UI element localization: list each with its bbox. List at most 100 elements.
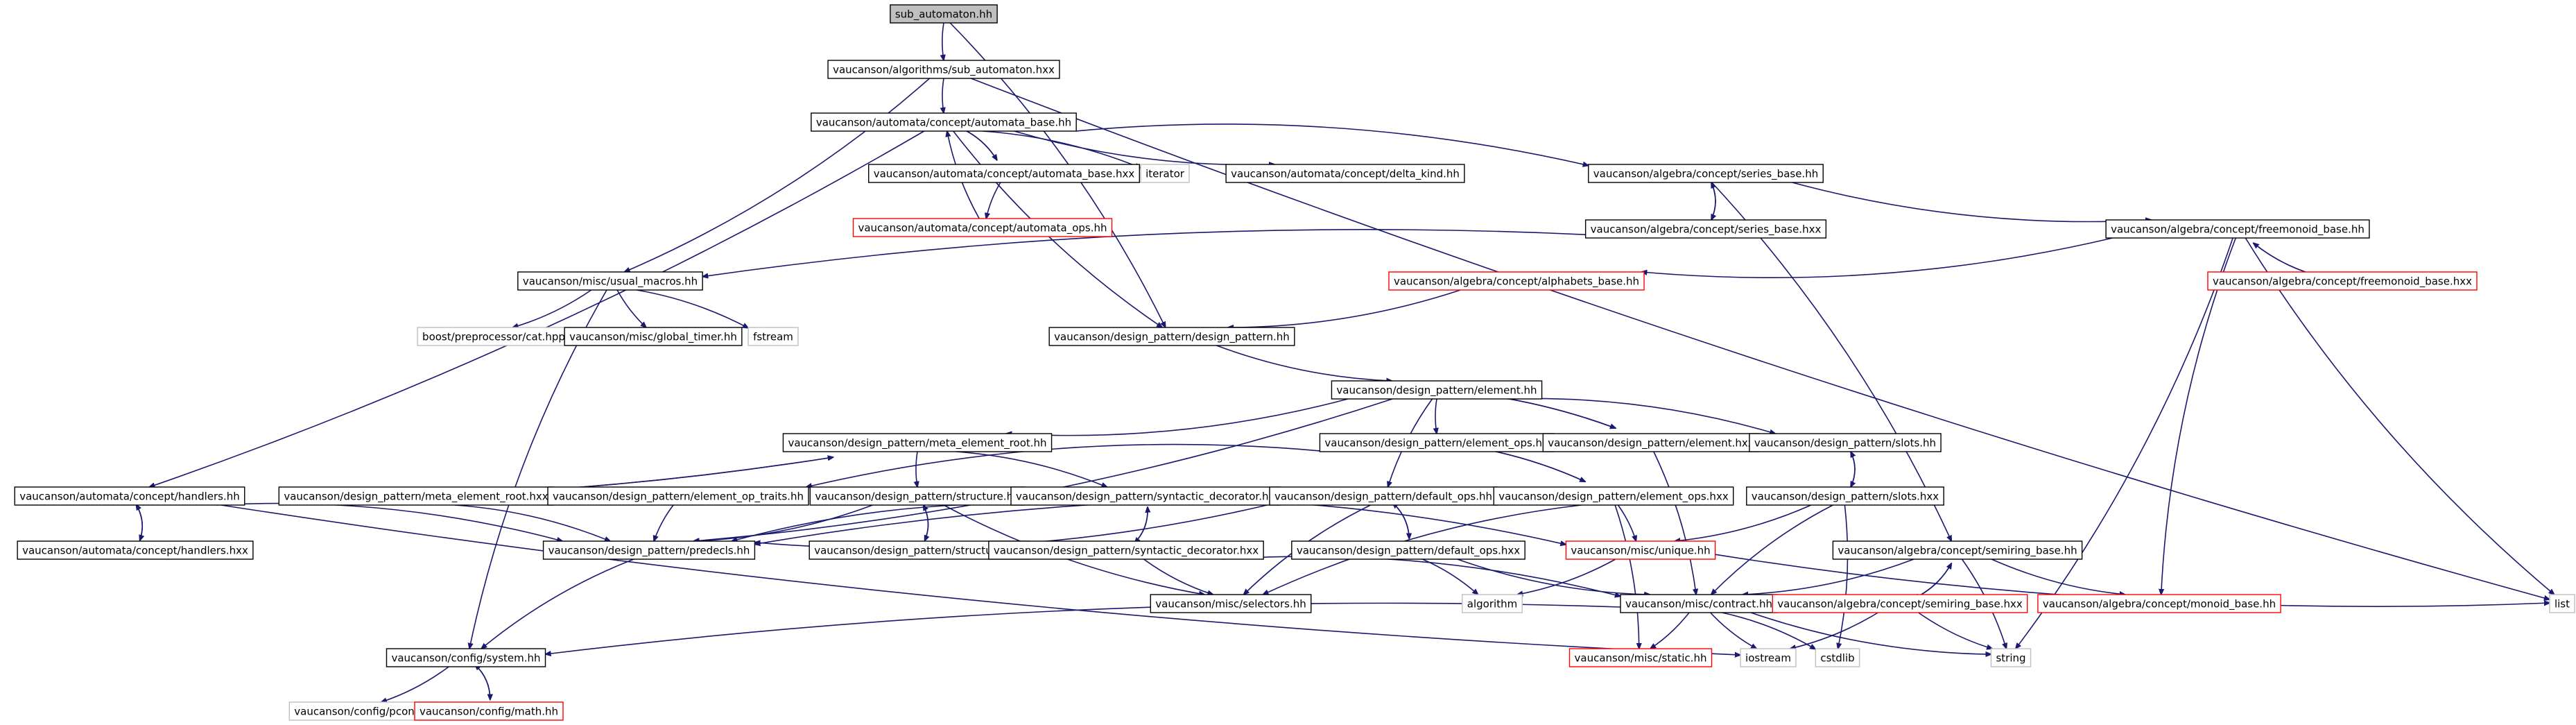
node-design-pattern-element-hxx[interactable]: vaucanson/design_pattern/element.hxx: [1542, 433, 1760, 452]
node-automata-concept-handlers-hh[interactable]: vaucanson/automata/concept/handlers.hh: [14, 486, 245, 506]
node-box: [1588, 164, 1824, 183]
include-edge-design-pattern-element-hh-to-design-pattern-predecls-hh: [693, 398, 1393, 541]
node-automata-concept-delta-kind-hh[interactable]: vaucanson/automata/concept/delta_kind.hh: [1225, 164, 1465, 183]
node-label: vaucanson/algebra/concept/series_base.hx…: [1591, 223, 1822, 237]
node-box: [1493, 486, 1734, 506]
node-box: [1291, 540, 1525, 560]
node-config-pconf-hh: vaucanson/config/pconf.hh: [288, 701, 440, 721]
node-label: cstdlib: [1820, 652, 1854, 665]
node-label: vaucanson/misc/static.hh: [1575, 652, 1707, 665]
include-edge-automata-concept-handlers-hxx-to-automata-concept-handlers-hh: [136, 504, 144, 541]
node-design-pattern-meta-element-root-hxx[interactable]: vaucanson/design_pattern/meta_element_ro…: [278, 486, 554, 506]
node-design-pattern-element-hh[interactable]: vaucanson/design_pattern/element.hh: [1331, 380, 1543, 400]
node-design-pattern-default-ops-hh[interactable]: vaucanson/design_pattern/default_ops.hh: [1269, 486, 1498, 506]
node-box: [517, 271, 703, 291]
node-algebra-concept-semiring-base-hh[interactable]: vaucanson/algebra/concept/semiring_base.…: [1832, 540, 2083, 560]
node-design-pattern-predecls-hh[interactable]: vaucanson/design_pattern/predecls.hh: [542, 540, 756, 560]
node-label: vaucanson/design_pattern/syntactic_decor…: [994, 545, 1259, 558]
node-label: vaucanson/automata/concept/handlers.hh: [19, 491, 240, 503]
include-edge-config-math-hh-to-config-system-hh: [475, 665, 491, 700]
node-design-pattern-slots-hh[interactable]: vaucanson/design_pattern/slots.hh: [1749, 433, 1942, 452]
node-label: vaucanson/design_pattern/design_pattern.…: [1054, 331, 1290, 344]
node-design-pattern-syntactic-decorator-hh[interactable]: vaucanson/design_pattern/syntactic_decor…: [1010, 486, 1281, 506]
node-box: [278, 486, 554, 506]
node-box: [1746, 486, 1944, 506]
include-edge-automata-concept-handlers-hh-to-iostream: [221, 504, 1740, 655]
node-box: [1568, 648, 1713, 667]
node-misc-global-timer-hh[interactable]: vaucanson/misc/global_timer.hh: [564, 327, 743, 346]
node-design-pattern-default-ops-hxx[interactable]: vaucanson/design_pattern/default_ops.hxx: [1291, 540, 1525, 560]
node-design-pattern-design-pattern-hh[interactable]: vaucanson/design_pattern/design_pattern.…: [1048, 327, 1295, 346]
node-algebra-concept-series-base-hh[interactable]: vaucanson/algebra/concept/series_base.hh: [1588, 164, 1824, 183]
node-box: [1150, 594, 1312, 613]
node-algebra-concept-freemonoid-base-hxx[interactable]: vaucanson/algebra/concept/freemonoid_bas…: [2207, 271, 2478, 291]
node-box: [414, 701, 564, 721]
node-algebra-concept-freemonoid-base-hh[interactable]: vaucanson/algebra/concept/freemonoid_bas…: [2105, 219, 2370, 239]
node-design-pattern-syntactic-decorator-hxx[interactable]: vaucanson/design_pattern/syntactic_decor…: [988, 540, 1264, 560]
node-algebra-concept-alphabets-base-hh[interactable]: vaucanson/algebra/concept/alphabets_base…: [1388, 271, 1645, 291]
include-edge-design-pattern-meta-element-root-hh-to-design-pattern-structure-hh: [916, 451, 917, 487]
node-automata-concept-automata-ops-hh[interactable]: vaucanson/automata/concept/automata_ops.…: [852, 218, 1113, 237]
node-automata-concept-handlers-hxx[interactable]: vaucanson/automata/concept/handlers.hxx: [17, 540, 254, 560]
node-box: [890, 4, 998, 24]
node-boost-preprocessor-cat-hpp: boost/preprocessor/cat.hpp: [417, 327, 571, 346]
node-misc-usual-macros-hh[interactable]: vaucanson/misc/usual_macros.hh: [517, 271, 703, 291]
node-box: [547, 486, 809, 506]
node-config-system-hh[interactable]: vaucanson/config/system.hh: [386, 648, 546, 667]
include-edge-misc-contract-hh-to-misc-static-hh: [1650, 612, 1690, 649]
include-edge-design-pattern-default-ops-hxx-to-algorithm: [1422, 558, 1478, 595]
include-edge-design-pattern-element-hh-to-design-pattern-element-ops-hh: [1435, 398, 1437, 434]
node-box: [1740, 648, 1797, 667]
node-label: vaucanson/automata/concept/automata_base…: [874, 168, 1135, 181]
node-algebra-concept-monoid-base-hh[interactable]: vaucanson/algebra/concept/monoid_base.hh: [2037, 594, 2281, 613]
node-box: [1225, 164, 1465, 183]
include-edge-sub-automaton-hh-to-algorithms-sub-automaton-hxx: [942, 22, 944, 60]
node-automata-concept-automata-base-hxx[interactable]: vaucanson/automata/concept/automata_base…: [868, 164, 1140, 183]
node-misc-contract-hh[interactable]: vaucanson/misc/contract.hh: [1620, 594, 1778, 613]
node-label: vaucanson/design_pattern/slots.hh: [1754, 437, 1936, 450]
include-edge-algebra-concept-semiring-base-hh-to-algebra-concept-monoid-base-hh: [1991, 558, 2125, 595]
node-label: vaucanson/design_pattern/structure.hxx: [814, 545, 1025, 558]
node-misc-unique-hh[interactable]: vaucanson/misc/unique.hh: [1565, 540, 1716, 560]
node-label: vaucanson/misc/selectors.hh: [1155, 598, 1306, 611]
include-edge-design-pattern-syntactic-decorator-hh-to-design-pattern-predecls-hh: [732, 503, 1063, 541]
node-design-pattern-structure-hh[interactable]: vaucanson/design_pattern/structure.hh: [809, 486, 1026, 506]
include-edge-design-pattern-meta-element-root-hh-to-design-pattern-syntactic-decorator-hh: [956, 451, 1107, 487]
node-label: sub_automaton.hh: [895, 8, 992, 22]
node-config-math-hh[interactable]: vaucanson/config/math.hh: [414, 701, 564, 721]
node-design-pattern-slots-hxx[interactable]: vaucanson/design_pattern/slots.hxx: [1746, 486, 1944, 506]
node-label: vaucanson/config/math.hh: [420, 706, 558, 718]
node-box: [1815, 648, 1860, 667]
include-edge-algebra-concept-semiring-base-hxx-to-algebra-concept-semiring-base-hh: [1913, 563, 1952, 599]
node-label: vaucanson/config/pconf.hh: [294, 706, 433, 718]
node-algorithms-sub-automaton-hxx[interactable]: vaucanson/algorithms/sub_automaton.hxx: [827, 60, 1060, 79]
node-label: boost/preprocessor/cat.hpp: [422, 331, 565, 343]
include-edge-design-pattern-syntactic-decorator-hxx-to-design-pattern-syntactic-decorator-hh: [1134, 507, 1148, 544]
include-edge-automata-concept-automata-base-hh-to-automata-concept-delta-kind-hh: [1014, 130, 1275, 165]
include-edge-design-pattern-slots-hxx-to-misc-contract-hh: [1711, 504, 1833, 595]
node-iostream: iostream: [1740, 648, 1797, 667]
node-automata-concept-automata-base-hh[interactable]: vaucanson/automata/concept/automata_base…: [811, 112, 1077, 132]
node-design-pattern-element-ops-hxx[interactable]: vaucanson/design_pattern/element_ops.hxx: [1493, 486, 1734, 506]
node-misc-selectors-hh[interactable]: vaucanson/misc/selectors.hh: [1150, 594, 1312, 613]
include-edge-design-pattern-syntactic-decorator-hxx-to-misc-contract-hh: [1222, 556, 1621, 596]
include-edge-config-system-hh-to-config-math-hh: [474, 664, 490, 700]
node-sub-automaton-hh[interactable]: sub_automaton.hh: [890, 4, 998, 24]
node-design-pattern-element-op-traits-hh[interactable]: vaucanson/design_pattern/element_op_trai…: [547, 486, 809, 506]
node-misc-static-hh[interactable]: vaucanson/misc/static.hh: [1568, 648, 1713, 667]
node-label: vaucanson/design_pattern/element_ops.hxx: [1498, 491, 1729, 504]
node-algebra-concept-series-base-hxx[interactable]: vaucanson/algebra/concept/series_base.hx…: [1584, 219, 1827, 239]
node-design-pattern-element-ops-hh[interactable]: vaucanson/design_pattern/element_ops.hh: [1319, 433, 1555, 452]
node-label: vaucanson/algebra/concept/monoid_base.hh: [2043, 598, 2276, 611]
include-edge-misc-contract-hh-to-config-system-hh: [546, 602, 1621, 654]
node-box: [1140, 164, 1190, 183]
include-edge-design-pattern-element-ops-hh-to-design-pattern-element-op-traits-hh: [806, 443, 1320, 487]
node-algebra-concept-semiring-base-hxx[interactable]: vaucanson/algebra/concept/semiring_base.…: [1772, 594, 2028, 613]
node-box: [827, 60, 1060, 79]
include-edge-design-pattern-syntactic-decorator-hxx-to-misc-selectors-hh: [1143, 558, 1213, 595]
node-design-pattern-meta-element-root-hh[interactable]: vaucanson/design_pattern/meta_element_ro…: [782, 433, 1053, 452]
include-edge-algebra-concept-freemonoid-base-hh-to-algebra-concept-alphabets-base-hh: [1641, 237, 2113, 278]
include-edge-design-pattern-element-ops-hxx-to-misc-static-hh: [1614, 504, 1639, 649]
node-label: vaucanson/misc/unique.hh: [1571, 545, 1710, 557]
